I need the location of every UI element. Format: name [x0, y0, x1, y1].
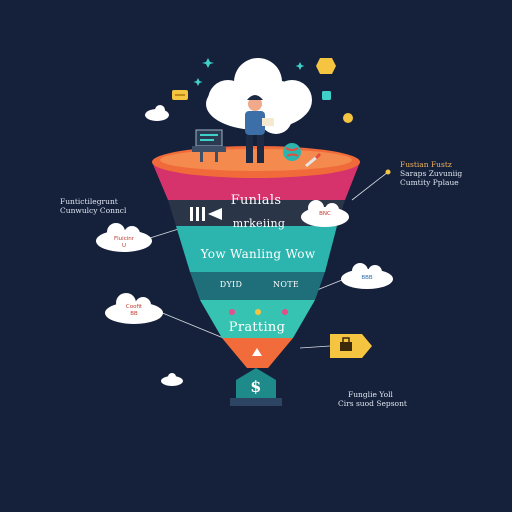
band-1-label: Funlals [230, 193, 282, 208]
connector-top-right [351, 171, 389, 201]
band-5-icons [229, 309, 288, 315]
annotation-left: Funtictilegrunt Cunwulcy Conncl [60, 197, 126, 215]
connector-dot [385, 169, 391, 175]
square-icon [322, 91, 331, 100]
annotation-line: Saraps Zuvuniig [400, 169, 463, 178]
annotation-line: Cirs suod Sepsont [338, 399, 407, 408]
funnel-band-2 [168, 200, 345, 226]
funnel-band-3 [176, 226, 337, 272]
cloud-right-small-text: BBB [361, 275, 373, 281]
cloud-left-mid-text: Fluicinr U [104, 236, 144, 250]
band-3-label: Yow Wanling Wow [200, 247, 316, 261]
cloud-left-low-text: Coofit BB [114, 304, 154, 318]
sparkle-icon [295, 62, 305, 70]
laptop-icon [192, 129, 226, 162]
funnel-band-4 [190, 272, 325, 300]
annotation-bottom-right: Funglie Yoll Cirs suod Sepsont [338, 390, 407, 408]
connector-right-tag [299, 345, 331, 349]
annotation-line: Fustian Fustz [400, 160, 452, 169]
annotation-line: Funglie Yoll [348, 390, 393, 399]
sparkle-icon [193, 78, 203, 86]
band-4-left-label: DYID [219, 280, 243, 289]
barrier-icon [190, 207, 222, 221]
cloud-right-funnel-text: BNC [319, 211, 331, 217]
sparkle-icon [202, 58, 214, 68]
pedestal [236, 368, 276, 398]
band-4-right-label: NOTE [273, 280, 299, 289]
globe-icon [283, 143, 301, 161]
cloud-text-line: Fluicinr [113, 236, 134, 242]
cloud-text-line: Coofit [125, 304, 143, 310]
annotation-top-right: Fustian Fustz Saraps Zuvuniig Cumtity Pp… [400, 160, 462, 187]
annotation-line: Cunwulcy Conncl [60, 206, 127, 215]
annotation-line: Cumtity Pplaue [400, 178, 459, 187]
hexagon-icon [316, 58, 336, 74]
cloud-text-line: BB [130, 311, 138, 317]
band-5-label: Pratting [228, 320, 286, 335]
band-2-label: mrkeiing [232, 217, 286, 230]
dollar-icon: $ [250, 377, 262, 396]
hero-cloud [206, 58, 312, 134]
person-icon [245, 95, 274, 163]
annotation-line: Funtictilegrunt [60, 197, 118, 206]
emoji-icon [343, 113, 353, 123]
cloud-text-line: U [121, 243, 127, 249]
